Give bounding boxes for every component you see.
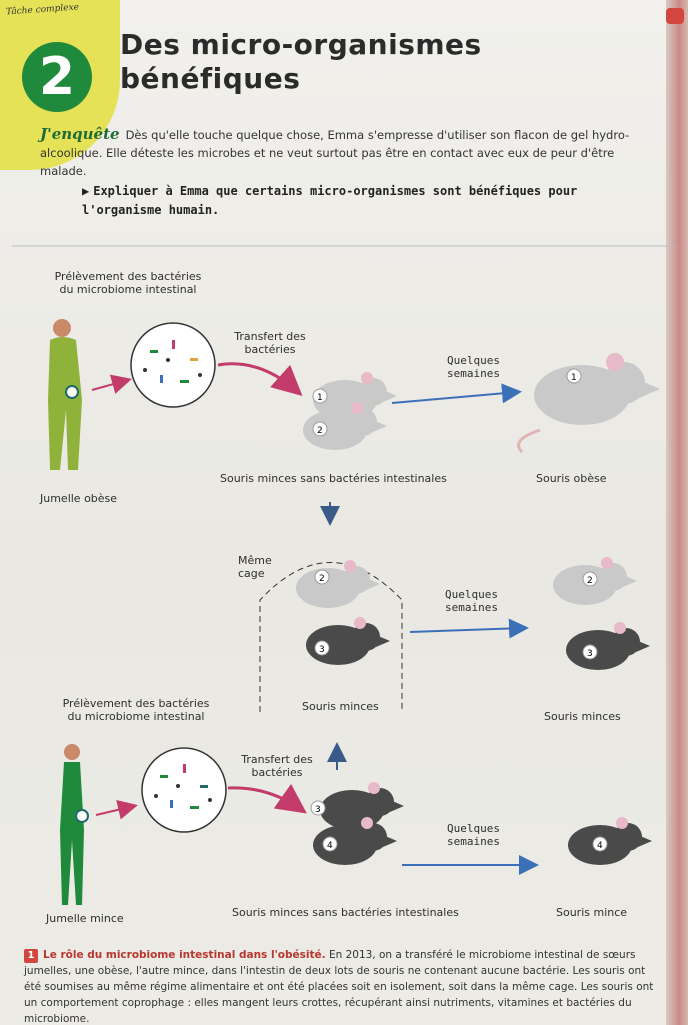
task-statement: ▶Expliquer à Emma que certains micro-org…: [82, 182, 642, 220]
transfer-label-top-line1: Transfert des: [234, 330, 306, 343]
cage-label-line2: cage: [238, 567, 265, 580]
flag-icon: [666, 8, 684, 24]
thin-mouse-result-4: [568, 817, 652, 865]
page-edge-decoration: [666, 0, 688, 1025]
result-cage-label-2: 2: [587, 576, 593, 586]
thin-twin-figure: [60, 744, 89, 905]
weeks-label-middle-line2: semaines: [445, 601, 498, 614]
sample-label-top-line2: du microbiome intestinal: [59, 283, 197, 296]
weeks-label-bottom: Quelques semaines: [418, 822, 500, 848]
mouse-cage-label-3: 3: [319, 645, 325, 655]
mouse-label-1: 1: [317, 393, 323, 403]
result-label-bottom: Souris mince: [556, 906, 628, 919]
result-cage-label-3: 3: [587, 649, 593, 659]
figure-caption: 1 Le rôle du microbiome intestinal dans l…: [24, 947, 664, 1025]
caption-text: En 2013, on a transféré le microbiome in…: [24, 949, 654, 1025]
weeks-label-bottom-line1: Quelques: [447, 822, 500, 835]
section-number: 2: [22, 42, 92, 112]
transfer-label-top-line2: bactéries: [244, 343, 296, 356]
experiment-diagram: 1 2 1 2 3 2 3: [12, 245, 676, 905]
page-title: Des micro-organismes bénéfiques: [120, 28, 482, 96]
transfer-label-bottom-line1: Transfert des: [241, 753, 313, 766]
intro-text: Dès qu'elle touche quelque chose, Emma s…: [40, 128, 630, 178]
mouse-label-2: 2: [317, 426, 323, 436]
thin-mouse-result-3: [566, 622, 650, 670]
sample-label-bottom-line2: du microbiome intestinal: [67, 710, 205, 723]
triangle-bullet-icon: ▶: [82, 184, 90, 198]
weeks-label-top: Quelques semaines: [418, 354, 500, 380]
mice-label-top: Souris minces sans bactéries intestinale…: [220, 472, 447, 485]
twin-label-top: Jumelle obèse: [40, 492, 118, 505]
bacteria-sample-circle: [130, 322, 216, 408]
mouse-tail: [517, 428, 541, 454]
result-label-middle: Souris minces: [544, 710, 621, 723]
bacteria-sample-circle-bottom: [141, 747, 227, 833]
sample-label-bottom-line1: Prélèvement des bactéries: [62, 697, 210, 710]
mice-label-bottom: Souris minces sans bactéries intestinale…: [232, 906, 459, 919]
result-bottom-label-4: 4: [597, 841, 603, 851]
weeks-arrow-top: [391, 383, 522, 404]
sample-arrow: [91, 374, 132, 394]
cage-outline: [259, 562, 403, 712]
transfer-arrow: [217, 362, 303, 396]
transfer-arrow-bottom: [227, 783, 307, 814]
weeks-label-middle: Quelques semaines: [418, 588, 498, 614]
caption-title: Le rôle du microbiome intestinal dans l'…: [43, 949, 326, 961]
title-line-2: bénéfiques: [120, 62, 301, 95]
caption-badge: 1: [24, 949, 38, 963]
sample-label-bottom: Prélèvement des bactéries du microbiome …: [56, 697, 216, 723]
result-label-top: Souris obèse: [536, 472, 607, 485]
obese-twin-figure: [48, 319, 82, 470]
task-text: Expliquer à Emma que certains micro-orga…: [82, 184, 578, 217]
cage-label-line1: Même: [238, 554, 272, 567]
sample-label-top-line1: Prélèvement des bactéries: [54, 270, 202, 283]
mouse-cage-label-2: 2: [319, 574, 325, 584]
weeks-label-bottom-line2: semaines: [447, 835, 500, 848]
mouse-2-cage: [296, 560, 380, 608]
sample-arrow-bottom: [95, 799, 138, 820]
cage-label: Même cage: [238, 554, 272, 580]
mouse-3-cage: [306, 617, 390, 665]
transfer-label-bottom: Transfert des bactéries: [232, 753, 322, 779]
mouse-bottom-label-3: 3: [315, 805, 321, 815]
enquete-label: J'enquête: [40, 125, 120, 143]
weeks-label-top-line1: Quelques: [447, 354, 500, 367]
mouse-bottom-label-4: 4: [327, 841, 333, 851]
transfer-label-bottom-line2: bactéries: [251, 766, 303, 779]
weeks-label-middle-line1: Quelques: [445, 588, 498, 601]
weeks-label-top-line2: semaines: [447, 367, 500, 380]
result-mouse-label-1: 1: [571, 373, 577, 383]
sample-label-top: Prélèvement des bactéries du microbiome …: [48, 270, 208, 296]
obese-mouse-result: [534, 353, 660, 425]
mice-label-middle: Souris minces: [302, 700, 379, 713]
transfer-label-top: Transfert des bactéries: [225, 330, 315, 356]
twin-label-bottom: Jumelle mince: [46, 912, 124, 925]
title-line-1: Des micro-organismes: [120, 28, 482, 61]
weeks-arrow-middle: [409, 618, 529, 639]
